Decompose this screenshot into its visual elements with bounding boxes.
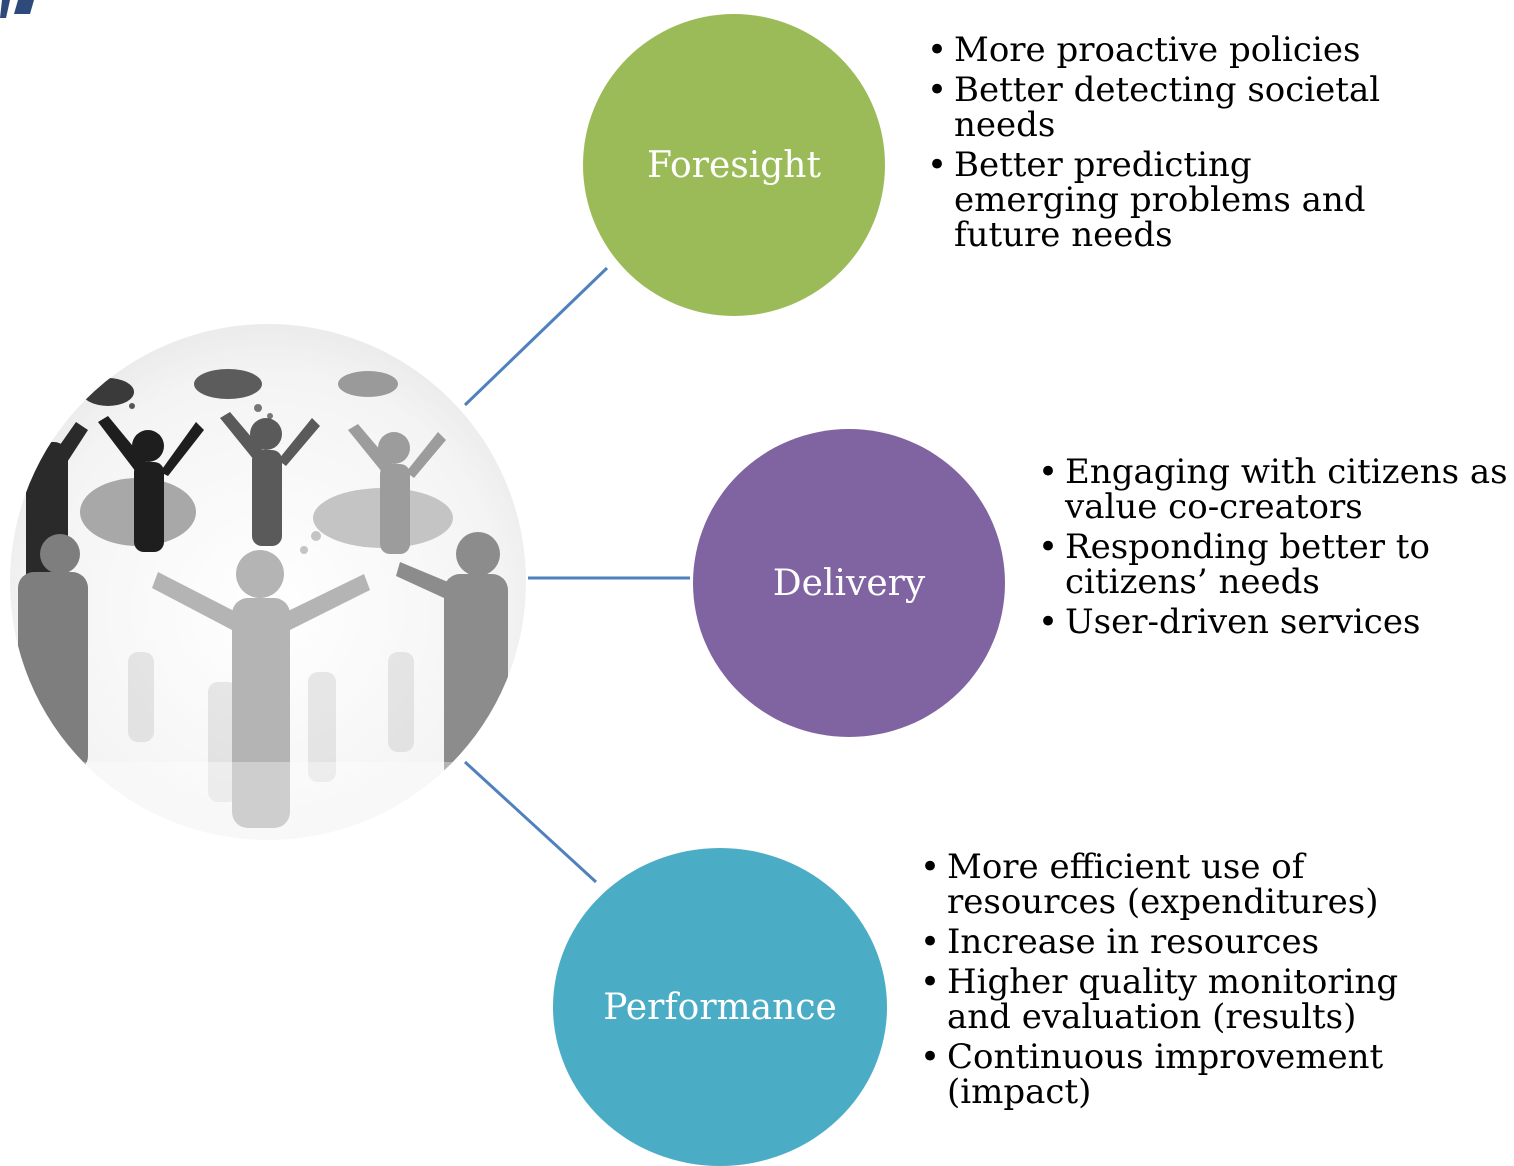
bullet-item: •Higher quality monitoring and evaluatio… bbox=[920, 965, 1440, 1035]
connector-performance bbox=[463, 760, 598, 884]
bullet-item: •More proactive policies bbox=[927, 33, 1397, 68]
bullet-text: Higher quality monitoring and evaluation… bbox=[947, 962, 1399, 1037]
bullet-item: •Better predicting emerging problems and… bbox=[927, 148, 1397, 253]
bullet-dot: • bbox=[1038, 527, 1059, 567]
bullet-dot: • bbox=[920, 847, 941, 887]
node-foresight: Foresight bbox=[583, 14, 885, 316]
bullet-dot: • bbox=[927, 30, 948, 70]
bullet-item: •Continuous improvement (impact) bbox=[920, 1040, 1440, 1110]
bullet-item: •Engaging with citizens as value co-crea… bbox=[1038, 455, 1514, 525]
bullet-text: Continuous improvement (impact) bbox=[947, 1037, 1384, 1112]
hub-image bbox=[10, 324, 526, 840]
bullet-item: •User-driven services bbox=[1038, 605, 1514, 640]
bullet-text: Better detecting societal needs bbox=[954, 70, 1381, 145]
bullet-dot: • bbox=[920, 1037, 941, 1077]
bullet-text: More efficient use of resources (expendi… bbox=[947, 847, 1379, 922]
bullet-text: Engaging with citizens as value co-creat… bbox=[1065, 452, 1508, 527]
bullet-item: •Responding better to citizens’ needs bbox=[1038, 530, 1514, 600]
bullet-item: •Increase in resources bbox=[920, 925, 1440, 960]
corner-fragment bbox=[0, 0, 34, 18]
node-delivery-label: Delivery bbox=[772, 562, 926, 604]
bullet-text: Better predicting emerging problems and … bbox=[954, 145, 1366, 255]
bullet-text: More proactive policies bbox=[954, 30, 1361, 70]
node-performance-label: Performance bbox=[603, 986, 837, 1028]
node-delivery: Delivery bbox=[693, 429, 1005, 737]
delivery-bullet-list: •Engaging with citizens as value co-crea… bbox=[1038, 455, 1514, 645]
bullet-dot: • bbox=[1038, 602, 1059, 642]
node-foresight-label: Foresight bbox=[647, 144, 821, 186]
bullet-dot: • bbox=[920, 922, 941, 962]
node-performance: Performance bbox=[553, 848, 887, 1166]
bullet-item: •Better detecting societal needs bbox=[927, 73, 1397, 143]
bullet-text: Responding better to citizens’ needs bbox=[1065, 527, 1430, 602]
bullet-item: •More efficient use of resources (expend… bbox=[920, 850, 1440, 920]
bullet-dot: • bbox=[927, 70, 948, 110]
foresight-bullet-list: •More proactive policies •Better detecti… bbox=[927, 33, 1397, 258]
connector-foresight bbox=[463, 266, 609, 407]
bullet-dot: • bbox=[927, 145, 948, 185]
bullet-text: Increase in resources bbox=[947, 922, 1320, 962]
bullet-dot: • bbox=[1038, 452, 1059, 492]
bullet-text: User-driven services bbox=[1065, 602, 1421, 642]
bullet-dot: • bbox=[920, 962, 941, 1002]
performance-bullet-list: •More efficient use of resources (expend… bbox=[920, 850, 1440, 1115]
